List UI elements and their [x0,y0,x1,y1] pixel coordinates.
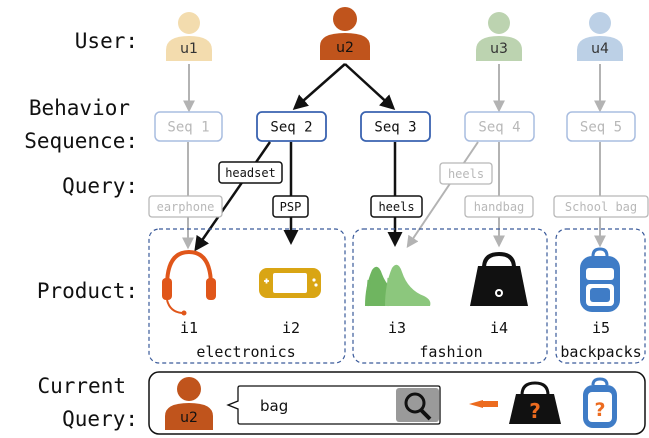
query-tag-handbag: handbag [464,195,534,218]
query-label: heels [448,167,484,181]
user-u2: u2 [320,7,370,60]
user-u3: u3 [476,12,522,61]
user-id: u1 [180,41,198,57]
high-heels-icon [365,264,431,307]
edge-u2-seq3 [344,63,396,111]
user-u4: u4 [577,12,623,61]
product-id: i2 [282,319,300,337]
seq-label: Seq 3 [374,120,416,136]
user-id: u3 [490,41,508,57]
query-tag-earphone: earphone [148,195,223,218]
user-body [166,36,212,61]
edge-seq4-i3 [406,141,479,248]
category-label-fashion: fashion [419,343,482,361]
query-tag-psp: PSP [272,195,309,218]
current-user-avatar: u2 [165,377,213,430]
user-u1: u1 [166,12,212,61]
product-id: i1 [180,319,198,337]
arrow-left-icon [469,400,498,408]
query-tag-headset: headset [218,161,283,184]
user-head [488,12,510,34]
seq-label: Seq 4 [478,120,520,136]
seq-5-box: Seq 5 [566,111,636,142]
backpack-question-icon: ? [583,377,617,428]
query-label: earphone [157,200,215,214]
seq-label: Seq 5 [580,120,622,136]
category-box-fashion [352,228,548,364]
search-icon [404,392,432,421]
category-label-electronics: electronics [196,343,295,361]
label-sequence: Sequence: [24,129,138,153]
query-tag-heels-active: heels [370,195,423,218]
product-id: i5 [592,319,610,337]
search-button [396,388,439,422]
query-label: School bag [565,200,637,214]
seq-4-box: Seq 4 [464,111,535,142]
query-label: headset [225,166,276,180]
user-head [178,12,200,34]
category-box-backpacks [555,228,646,364]
query-tag-heels-inactive: heels [439,162,493,185]
seq-label: Seq 1 [167,120,209,136]
label-query: Query: [62,174,138,198]
label-current: Current [37,374,126,398]
user-body [476,36,522,61]
query-label: PSP [280,200,302,214]
game-console-icon [259,268,321,298]
query-tag-school-bag: School bag [553,195,649,218]
headphones-icon [162,249,216,316]
search-bubble: bag [226,385,441,425]
user-body [577,36,623,61]
product-id: i4 [490,319,508,337]
edge-u2-seq2 [292,63,346,110]
seq-2-box: Seq 2 [256,111,327,142]
category-box-electronics [148,228,346,364]
current-query-text: bag [260,397,288,415]
query-label: heels [378,200,414,214]
user-id: u4 [591,41,609,57]
category-label-backpacks: backpacks [560,343,641,361]
user-head [333,7,357,31]
user-body [320,33,370,60]
current-user-id: u2 [180,410,198,426]
seq-3-box: Seq 3 [360,111,431,142]
seq-label: Seq 2 [270,120,312,136]
user-head [589,12,611,34]
question-mark: ? [529,399,541,423]
query-label: handbag [474,200,525,214]
backpack-icon [580,247,620,312]
label-current-query: Query: [62,407,138,431]
label-behavior: Behavior [29,96,130,120]
user-id: u2 [336,40,354,56]
handbag-question-icon: ? [509,381,561,424]
question-mark: ? [594,399,605,421]
product-id: i3 [388,319,406,337]
label-product: Product: [37,279,138,303]
seq-1-box: Seq 1 [154,111,223,142]
label-user: User: [75,29,138,53]
edge-seq2-i1 [194,141,272,252]
handbag-icon [470,251,528,306]
